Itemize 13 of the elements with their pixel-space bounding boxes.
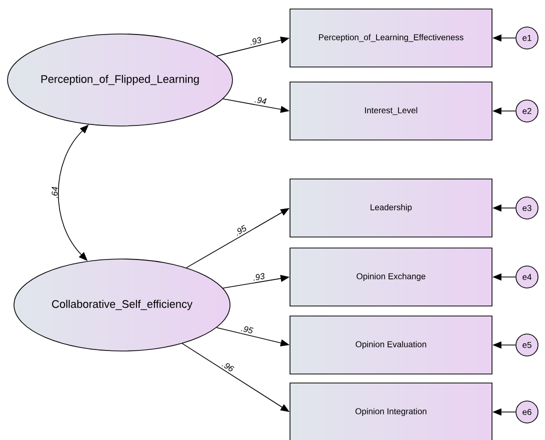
observed-box: Interest_Level — [290, 82, 492, 140]
edge-label: .64 — [52, 186, 58, 198]
observed-box: Perception_of_Learning_Effectiveness — [290, 8, 492, 68]
edge-label: .94 — [254, 97, 267, 104]
edge-label: .93 — [250, 37, 262, 46]
edge-label: .95 — [236, 224, 246, 236]
observed-box: Leadership — [290, 178, 492, 238]
observed-box: Opinion Evaluation — [290, 316, 492, 374]
edge-label: .93 — [254, 273, 264, 281]
observed-box: Opinion Integration — [290, 382, 492, 440]
observed-box: Opinion Exchange — [290, 248, 492, 306]
edge-label: .96 — [222, 363, 234, 372]
edge-label: .95 — [240, 326, 254, 334]
